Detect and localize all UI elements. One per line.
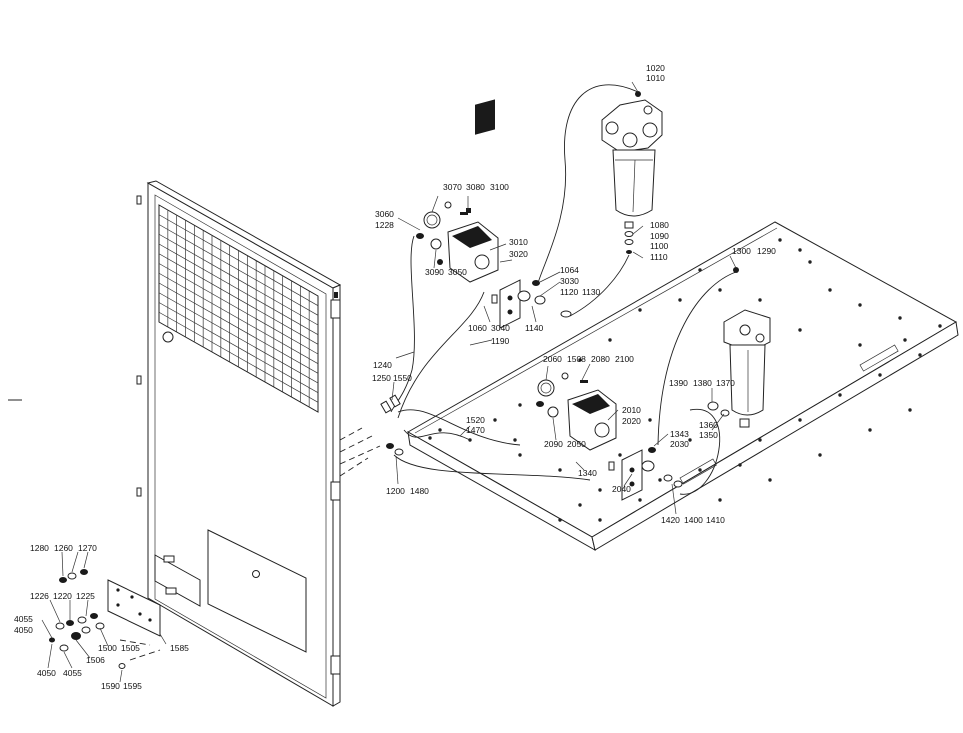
callout: 1010 — [646, 73, 665, 83]
lower-pump-assembly — [536, 372, 730, 501]
callout: 1225 — [76, 591, 95, 601]
callout-leaders — [41, 81, 737, 683]
callout: 4050 — [14, 625, 33, 635]
callout: 3100 — [490, 182, 509, 192]
door-latch — [162, 331, 174, 343]
callout: 2040 — [612, 484, 631, 494]
callout: 1300 — [732, 246, 751, 256]
callout: 1190 — [491, 336, 510, 346]
callout: 1020 — [646, 63, 665, 73]
callout: 1585 — [170, 643, 189, 653]
callout: 1380 — [693, 378, 712, 388]
callout: 1060 — [468, 323, 487, 333]
callout: 2100 — [615, 354, 634, 364]
callout: 1226 — [30, 591, 49, 601]
hose-routing — [390, 84, 737, 495]
callout: 2010 — [622, 405, 641, 415]
callout: 1250 — [372, 373, 391, 383]
callout: 1240 — [373, 360, 392, 370]
callout: 1090 — [650, 231, 669, 241]
callout: 3070 — [443, 182, 462, 192]
callout: 1520 — [466, 415, 485, 425]
assembly-guide-lines — [119, 427, 381, 661]
callout: 1260 — [54, 543, 73, 553]
callout: 1505 — [121, 643, 140, 653]
hose-fittings — [380, 394, 404, 456]
callout: 4050 — [37, 668, 56, 678]
callout: 1508 — [567, 354, 586, 364]
upper-filter-housing — [601, 91, 663, 254]
callout: 1343 — [670, 429, 689, 439]
door-access-plate — [207, 529, 307, 653]
callout: 3010 — [509, 237, 528, 247]
callout: 1280 — [30, 543, 49, 553]
callout: 4055 — [63, 668, 82, 678]
callout: 1360 — [699, 420, 718, 430]
callout: 1480 — [410, 486, 429, 496]
small-fittings — [49, 569, 126, 669]
callout: 1420 — [661, 515, 680, 525]
callout: 3050 — [448, 267, 467, 277]
callout: 2050 — [567, 439, 586, 449]
callout: 3080 — [466, 182, 485, 192]
callout: 2060 — [543, 354, 562, 364]
base-plate — [406, 221, 959, 551]
callout: 1390 — [669, 378, 688, 388]
callout: 1220 — [53, 591, 72, 601]
door-mount-bracket — [154, 554, 201, 607]
callout: 1410 — [706, 515, 725, 525]
callout: 1200 — [386, 486, 405, 496]
callout: 1370 — [716, 378, 735, 388]
callout: 1100 — [650, 241, 669, 251]
callout: 2090 — [544, 439, 563, 449]
callout: 3030 — [560, 276, 579, 286]
callout: 2020 — [622, 416, 641, 426]
callout: 1470 — [466, 425, 485, 435]
callout: 1080 — [650, 220, 669, 230]
callout-labels: 1020 1010 3070 3080 3100 3060 1228 3010 … — [14, 63, 776, 691]
callout: 1120 — [560, 287, 579, 297]
callout: 1500 — [98, 643, 117, 653]
callout: 2080 — [591, 354, 610, 364]
callout: 1340 — [578, 468, 597, 478]
callout: 1350 — [699, 430, 718, 440]
callout: 3090 — [425, 267, 444, 277]
callout: 3040 — [491, 323, 510, 333]
door-vent-grille — [158, 204, 319, 413]
callout: 1590 — [101, 681, 120, 691]
door-panel — [136, 180, 342, 707]
callout: 1550 — [393, 373, 412, 383]
lower-filter-housing — [723, 267, 771, 428]
callout: 1228 — [375, 220, 394, 230]
callout: 1270 — [78, 543, 97, 553]
callout: 1595 — [123, 681, 142, 691]
callout: 1290 — [757, 246, 776, 256]
callout: 2030 — [670, 439, 689, 449]
callout: 1400 — [684, 515, 703, 525]
callout: 1140 — [525, 323, 544, 333]
callout: 3020 — [509, 249, 528, 259]
callout: 4055 — [14, 614, 33, 624]
callout: 1110 — [650, 252, 668, 262]
callout: 3060 — [375, 209, 394, 219]
door-hinges — [136, 195, 341, 675]
callout: 1130 — [582, 287, 601, 297]
upper-pump-assembly — [416, 99, 572, 329]
callout: 1064 — [560, 265, 579, 275]
manifold-plate — [107, 579, 161, 637]
callout: 1506 — [86, 655, 105, 665]
